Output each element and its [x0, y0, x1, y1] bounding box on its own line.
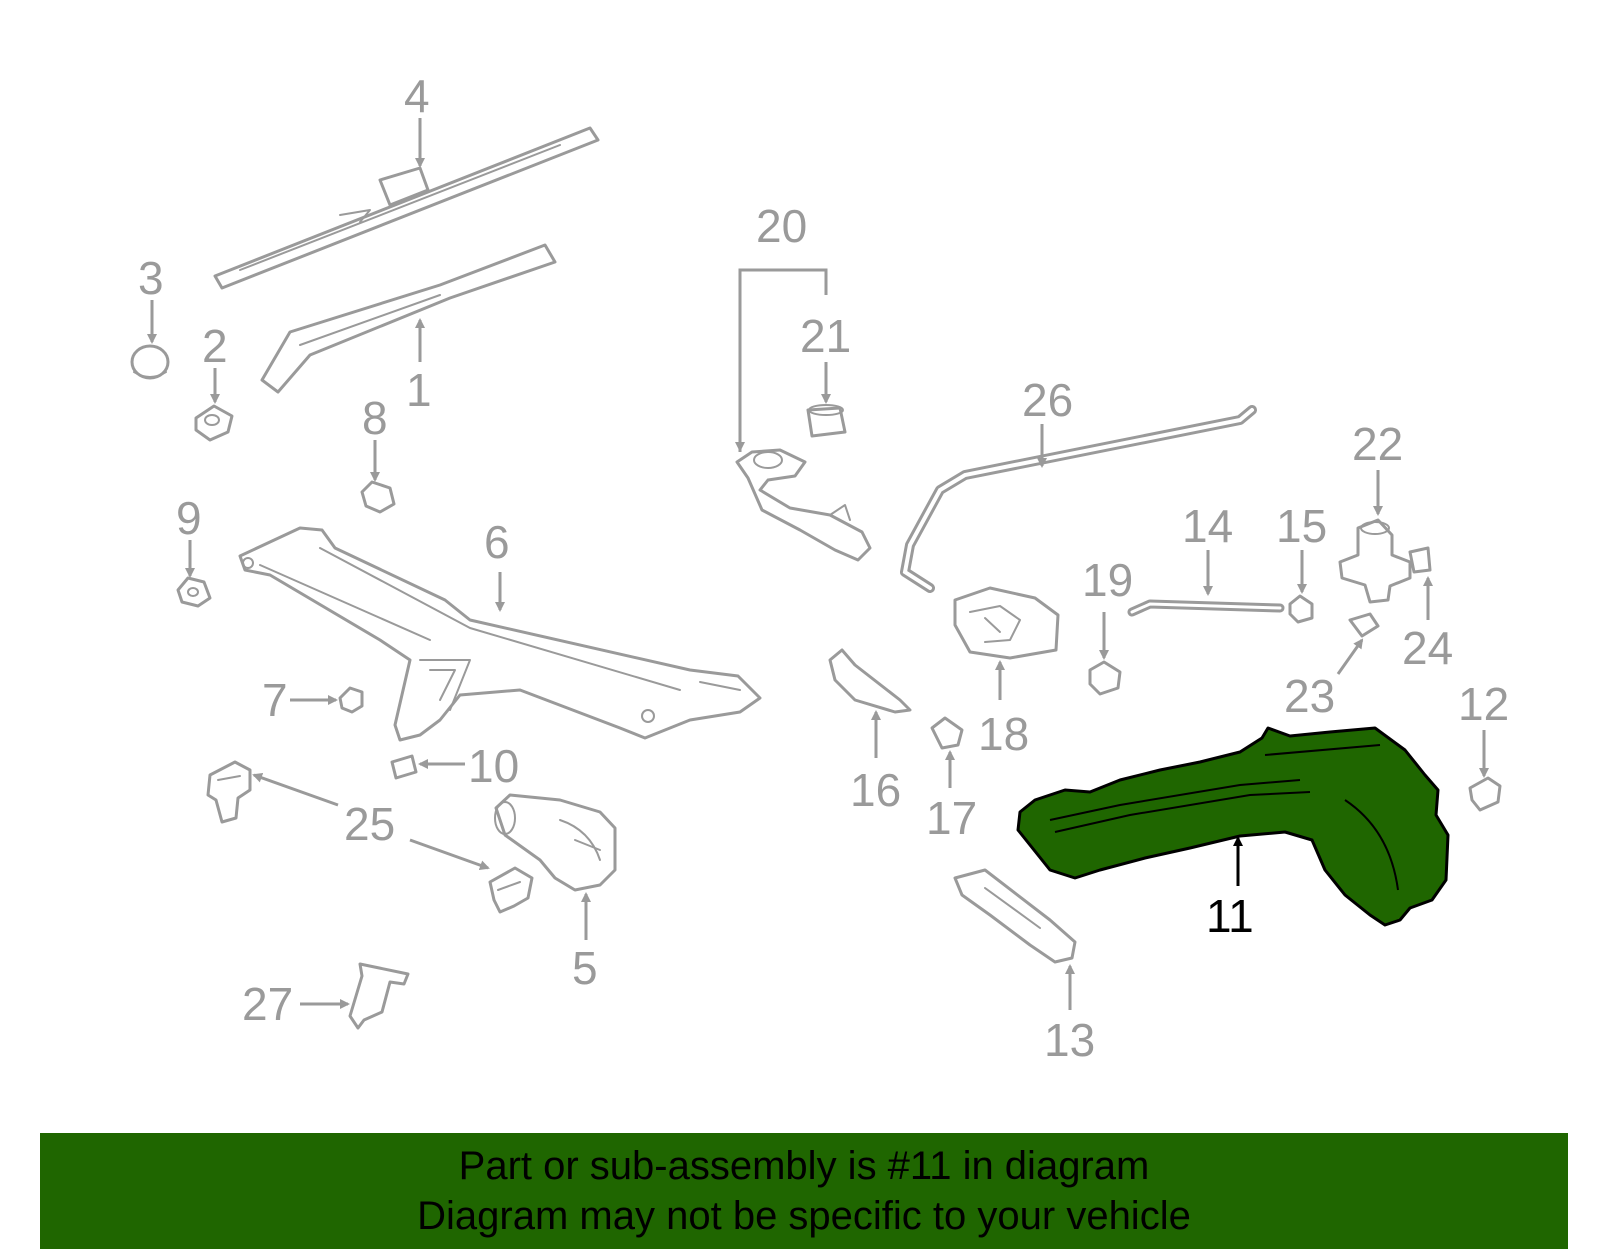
callout-9: 9: [176, 492, 202, 544]
part-7-clip: [338, 686, 364, 714]
part-5-motor: [494, 793, 617, 892]
callout-14: 14: [1182, 500, 1233, 552]
parts-diagram: 4 3 2 1 8 9 6 7 10 25 5 27 20 21 26 22 1…: [130, 70, 1509, 1066]
callout-23: 23: [1284, 670, 1335, 722]
callout-5: 5: [572, 942, 598, 994]
part-20-filler-neck: [735, 448, 872, 562]
callout-1: 1: [406, 364, 432, 416]
part-21-cap: [806, 404, 847, 438]
banner-line-2: Diagram may not be specific to your vehi…: [417, 1194, 1191, 1238]
callout-18: 18: [978, 708, 1029, 760]
callout-22: 22: [1352, 418, 1403, 470]
part-22-pump: [1338, 518, 1412, 604]
part-12-grommet: [1468, 776, 1502, 812]
part-4-wiper-blade: [213, 126, 600, 290]
callout-25: 25: [344, 798, 395, 850]
callout-24: 24: [1402, 622, 1453, 674]
part-17-plug: [930, 716, 964, 750]
part-25-bracket-a: [206, 760, 252, 824]
info-banner: Part or sub-assembly is #11 in diagram D…: [40, 1133, 1568, 1249]
part-9-nut: [176, 576, 212, 608]
callout-4: 4: [404, 70, 430, 122]
callout-27: 27: [242, 978, 293, 1030]
callout-3: 3: [138, 252, 164, 304]
banner-line-1: Part or sub-assembly is #11 in diagram: [458, 1144, 1150, 1188]
part-15-connector: [1288, 594, 1314, 624]
part-25-bracket-b: [488, 866, 534, 914]
callout-8: 8: [362, 392, 388, 444]
part-24-clip: [1408, 546, 1432, 574]
callout-11: 11: [1206, 890, 1254, 942]
part-13-bracket: [953, 868, 1077, 964]
callout-19: 19: [1082, 554, 1133, 606]
part-23-seal: [1348, 612, 1380, 638]
callout-26: 26: [1022, 374, 1073, 426]
callout-12: 12: [1458, 678, 1509, 730]
part-1-wiper-arm: [260, 243, 557, 394]
part-18-bracket: [953, 586, 1060, 660]
part-16-nozzle: [828, 648, 912, 714]
callout-6: 6: [484, 516, 510, 568]
callout-15: 15: [1276, 500, 1327, 552]
part-10-bushing: [390, 754, 418, 780]
callout-16: 16: [850, 764, 901, 816]
part-11-reservoir: [1016, 726, 1450, 927]
callout-20: 20: [756, 200, 807, 252]
callout-13: 13: [1044, 1014, 1095, 1066]
part-3-cap: [130, 344, 170, 380]
part-2-nut: [194, 404, 234, 442]
part-14-hose: [1127, 599, 1285, 617]
callout-2: 2: [202, 320, 228, 372]
part-6-linkage: [238, 526, 762, 742]
leader-lines: [147, 118, 1489, 1010]
part-8-grommet: [360, 480, 396, 514]
part-26-hose: [900, 405, 1257, 593]
callout-21: 21: [800, 310, 851, 362]
part-27-bracket: [348, 962, 410, 1030]
callout-17: 17: [926, 792, 977, 844]
callout-10: 10: [468, 740, 519, 792]
callout-labels: 4 3 2 1 8 9 6 7 10 25 5 27 20 21 26 22 1…: [138, 70, 1509, 1066]
callout-7: 7: [262, 674, 288, 726]
part-19-grommet: [1088, 660, 1122, 696]
